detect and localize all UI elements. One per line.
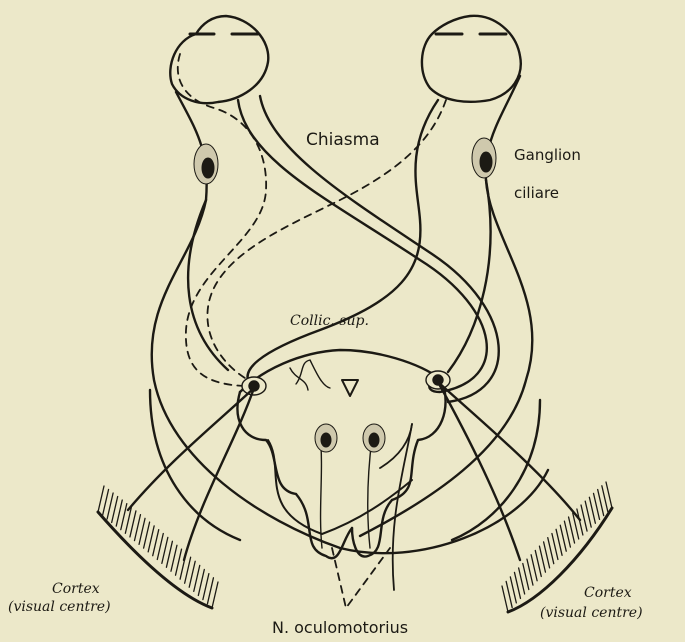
hatch-line xyxy=(130,511,136,537)
hatch-line xyxy=(548,538,554,564)
hatch-line xyxy=(189,561,195,587)
collic-label: Collic. sup. xyxy=(290,314,369,328)
hatch-line xyxy=(585,501,591,527)
cortex-right-label-line1: Cortex xyxy=(584,586,632,600)
hatch-line xyxy=(207,578,213,604)
oculomotor-nucleus-left xyxy=(315,424,337,452)
ganglion-label-line1: Ganglion xyxy=(514,148,581,163)
hatch-line xyxy=(112,497,118,523)
right-eyeball xyxy=(422,16,521,102)
oculomotorius-label: N. oculomotorius xyxy=(272,620,408,636)
hatch-line xyxy=(606,482,612,508)
chiasma-label: Chiasma xyxy=(306,132,380,149)
hatch-line xyxy=(203,574,209,600)
hatch-line xyxy=(103,489,109,515)
hatch-line xyxy=(171,545,177,571)
hatch-line xyxy=(176,549,182,575)
cortex-left-band xyxy=(98,486,218,608)
hatch-line xyxy=(198,569,204,595)
cortex-left-label-line1: Cortex xyxy=(52,582,100,596)
hatch-line xyxy=(602,486,608,512)
hatch-line xyxy=(212,582,218,608)
hatch-line xyxy=(594,493,600,519)
hatch-line xyxy=(180,553,186,579)
hatch-line xyxy=(560,525,566,551)
hatch-line xyxy=(107,493,113,519)
hatch-line xyxy=(552,533,558,559)
hatch-line xyxy=(185,557,191,583)
hatch-line xyxy=(531,555,537,581)
hatch-line xyxy=(544,542,550,568)
nerve-fibrils xyxy=(290,360,372,548)
left-ganglion-ciliare xyxy=(194,144,218,184)
hatch-line xyxy=(153,530,159,556)
hatch-line xyxy=(577,509,583,535)
hatch-line xyxy=(519,568,525,594)
midbrain-outline xyxy=(238,350,446,590)
hatch-line xyxy=(125,507,131,533)
radiation-right xyxy=(438,382,580,560)
hatch-line xyxy=(556,529,562,555)
hatch-line xyxy=(157,534,163,560)
hatch-line xyxy=(564,521,570,547)
hatch-line xyxy=(527,559,533,585)
hatch-line xyxy=(502,586,508,612)
hatch-line xyxy=(166,541,172,567)
cortex-left-label-line2: (visual centre) xyxy=(8,600,111,614)
right-outer-fibres xyxy=(360,76,532,536)
hatch-line xyxy=(194,565,200,591)
hatch-line xyxy=(589,497,595,523)
hatch-line xyxy=(523,564,529,590)
oculomotor-nucleus-right xyxy=(363,424,385,452)
hatch-line xyxy=(134,515,140,541)
nucleus-right xyxy=(426,371,450,389)
hatch-line xyxy=(506,581,512,607)
ganglion-label-line2: ciliare xyxy=(514,186,559,201)
hatch-line xyxy=(569,517,575,543)
cortex-right-label-line2: (visual centre) xyxy=(540,606,643,620)
hatch-line xyxy=(148,526,154,552)
hatch-line xyxy=(514,572,520,598)
hatch-line xyxy=(98,486,104,512)
hatch-line xyxy=(598,490,604,516)
right-ganglion-ciliare xyxy=(472,138,496,178)
hatch-line xyxy=(139,518,145,544)
hatch-line xyxy=(144,522,150,548)
hatch-line xyxy=(535,550,541,576)
aqueduct-triangle xyxy=(342,380,358,396)
left-eyeball xyxy=(170,16,268,103)
nucleus-left xyxy=(242,377,266,395)
hatch-line xyxy=(121,504,127,530)
hatch-line xyxy=(539,546,545,572)
hatch-line xyxy=(510,577,516,603)
hatch-line xyxy=(581,505,587,531)
hatch-line xyxy=(162,537,168,563)
hatch-line xyxy=(116,500,122,526)
